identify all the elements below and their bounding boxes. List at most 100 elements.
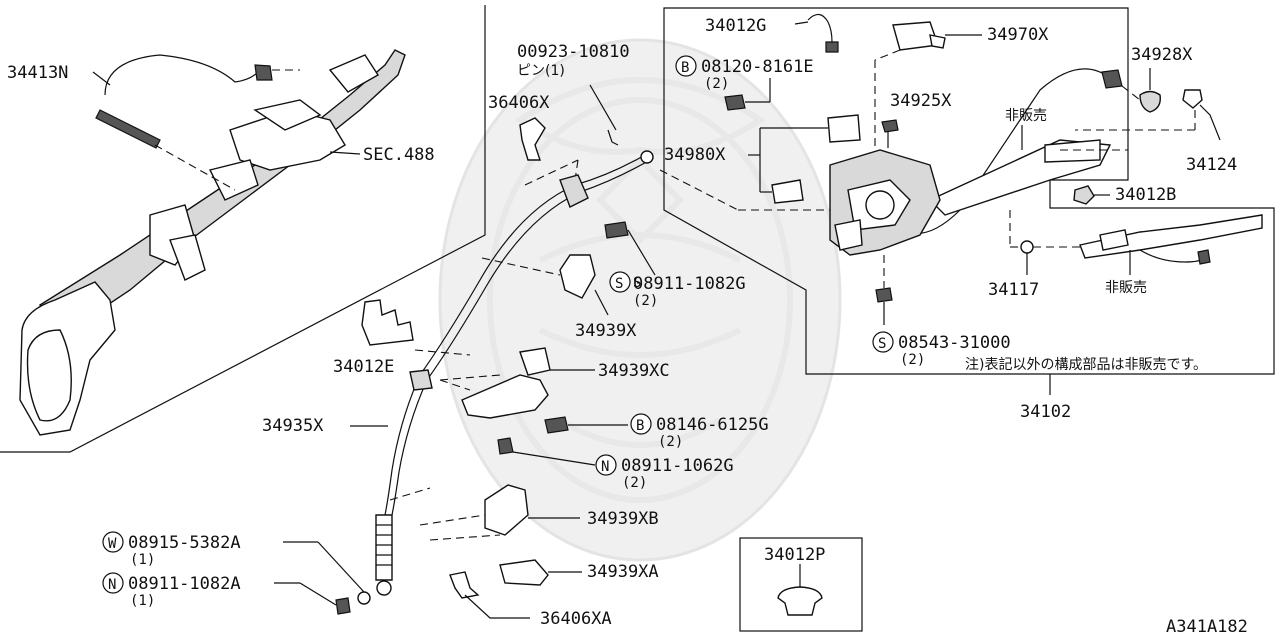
label-not-for-sale-2: 非販売 — [1105, 280, 1147, 296]
label-34413N: 34413N — [7, 63, 68, 83]
bolt-08911-1082G — [604, 221, 629, 239]
label-sec-488: SEC.488 — [363, 145, 435, 165]
label-34124: 34124 — [1186, 155, 1237, 175]
badge-circle-b-08146 — [630, 413, 652, 435]
label-34935X: 34935X — [262, 416, 324, 436]
label-34925X: 34925X — [890, 91, 952, 111]
badge-letter-b-08120: B — [681, 60, 689, 76]
bracket-34939X — [559, 254, 596, 299]
clip-34012E — [361, 299, 414, 346]
key-lock-cable-wire — [104, 54, 259, 96]
switch-34980X-upper — [827, 114, 861, 143]
pin-00923 — [607, 129, 619, 146]
badge-letter-n-08911-1062G: N — [601, 459, 609, 475]
badge-letter-s-08543: S — [878, 336, 886, 352]
steering-column-panel: 34413N SEC.488 — [0, 5, 486, 453]
inset-box-34012P — [739, 537, 863, 632]
badge-circle-s-08911-1082G — [609, 271, 631, 293]
cable-end-eyelet — [640, 150, 654, 164]
qty-08146-6125G: (2) — [658, 434, 683, 450]
badge-letter-n-08911-1082A: N — [108, 577, 116, 593]
label-34102: 34102 — [1020, 402, 1071, 422]
label-00923-10810: 00923-10810 — [517, 42, 630, 62]
interlock-cable — [904, 68, 1111, 235]
steering-column — [19, 49, 406, 436]
connector-34012G — [825, 41, 839, 53]
badge-letter-s-08911-1082G: S — [615, 276, 623, 292]
grommet-34928X — [1139, 90, 1161, 113]
label-34970X: 34970X — [987, 25, 1049, 45]
part-34124 — [1182, 89, 1203, 109]
badge-circle-s-08543 — [872, 331, 894, 353]
screw-34925X — [881, 119, 899, 133]
bracket-34939XC — [461, 374, 549, 419]
qty-08915-5382A: (1) — [130, 552, 155, 568]
badge-circle-w-08915 — [102, 531, 124, 553]
label-34939XB: 34939XB — [587, 509, 659, 529]
connector-plug — [254, 64, 273, 81]
plug-34012P — [777, 586, 823, 616]
clip-34012B — [1073, 185, 1095, 205]
label-34117: 34117 — [988, 280, 1039, 300]
qty-08911-1082G: (2) — [633, 293, 658, 309]
note-non-sale-parts: 注)表記以外の構成部品は非販売です。 — [965, 356, 1207, 373]
label-08911-1082A: 08911-1082A — [128, 574, 241, 594]
label-34939XA: 34939XA — [587, 562, 659, 582]
label-08911-1082G: 08911-1082G — [633, 274, 746, 294]
qty-08120-8161E: (2) — [704, 76, 729, 92]
cable-grommet-lower — [409, 369, 433, 391]
label-34980X: 34980X — [664, 145, 726, 165]
label-34012B: 34012B — [1115, 185, 1176, 205]
badge-circle-b-08120 — [675, 55, 697, 77]
label-08915-5382A: 08915-5382A — [128, 533, 241, 553]
harness-wire-34012G — [807, 13, 833, 43]
qty-08911-1082A: (1) — [130, 593, 155, 609]
control-assembly-34102: 34102 34012G B 08120-8161E (2) 34970X 34… — [659, 7, 1275, 422]
interlock-cable-end — [1101, 69, 1123, 89]
washer-34117 — [1020, 240, 1034, 254]
leader-00923 — [589, 84, 617, 131]
bolt-08120 — [724, 94, 746, 111]
key-lock-cable-end — [95, 109, 161, 149]
label-34939XC: 34939XC — [598, 361, 670, 381]
bracket-34939XA — [499, 559, 549, 586]
badge-s-08911-1082G: S — [633, 275, 641, 291]
nut-08911-1062G — [497, 437, 514, 455]
nut-08911-1082A — [335, 597, 351, 615]
assembly-border — [663, 7, 1275, 375]
bolt-08146-6125G — [544, 416, 569, 434]
label-34939X: 34939X — [575, 321, 637, 341]
label-34012G: 34012G — [705, 16, 766, 36]
label-08120-8161E: 08120-8161E — [701, 57, 814, 77]
bracket-34939XB — [484, 484, 529, 536]
column-panel-border — [0, 5, 486, 453]
badge-letter-b-08146: B — [636, 418, 644, 434]
harness-wire-34117 — [1139, 249, 1206, 263]
center-cable-assembly: 00923-10810 ピン(1) 36406X S S 08911-1082G… — [102, 42, 863, 632]
clip-36406XA — [449, 571, 480, 599]
label-36406XA: 36406XA — [540, 609, 612, 629]
label-08146-6125G: 08146-6125G — [656, 415, 769, 435]
label-34012P: 34012P — [764, 545, 825, 565]
badge-circle-n-08911-1062G — [595, 454, 617, 476]
label-34928X: 34928X — [1131, 45, 1193, 65]
qty-08543-31000: (2) — [900, 352, 925, 368]
switch-34980X-lower — [771, 179, 804, 204]
qty-08911-1062G: (2) — [622, 475, 647, 491]
label-08911-1062G: 08911-1062G — [621, 456, 734, 476]
label-08543-31000: 08543-31000 — [898, 333, 1011, 353]
badge-circle-n-08911-1082A — [102, 572, 124, 594]
clip-36406X — [519, 117, 546, 161]
o-d-switch-harness — [1079, 214, 1263, 259]
label-34012E: 34012E — [333, 357, 394, 377]
screw-08543 — [875, 287, 893, 303]
cable-grommet — [559, 174, 589, 208]
cable-rod-end — [375, 514, 393, 581]
label-not-for-sale-1: 非販売 — [1005, 108, 1047, 124]
badge-letter-w-08915: W — [108, 536, 117, 552]
washer-08915 — [357, 591, 371, 605]
label-36406X: 36406X — [488, 93, 550, 113]
watermark-emblem — [438, 38, 842, 562]
